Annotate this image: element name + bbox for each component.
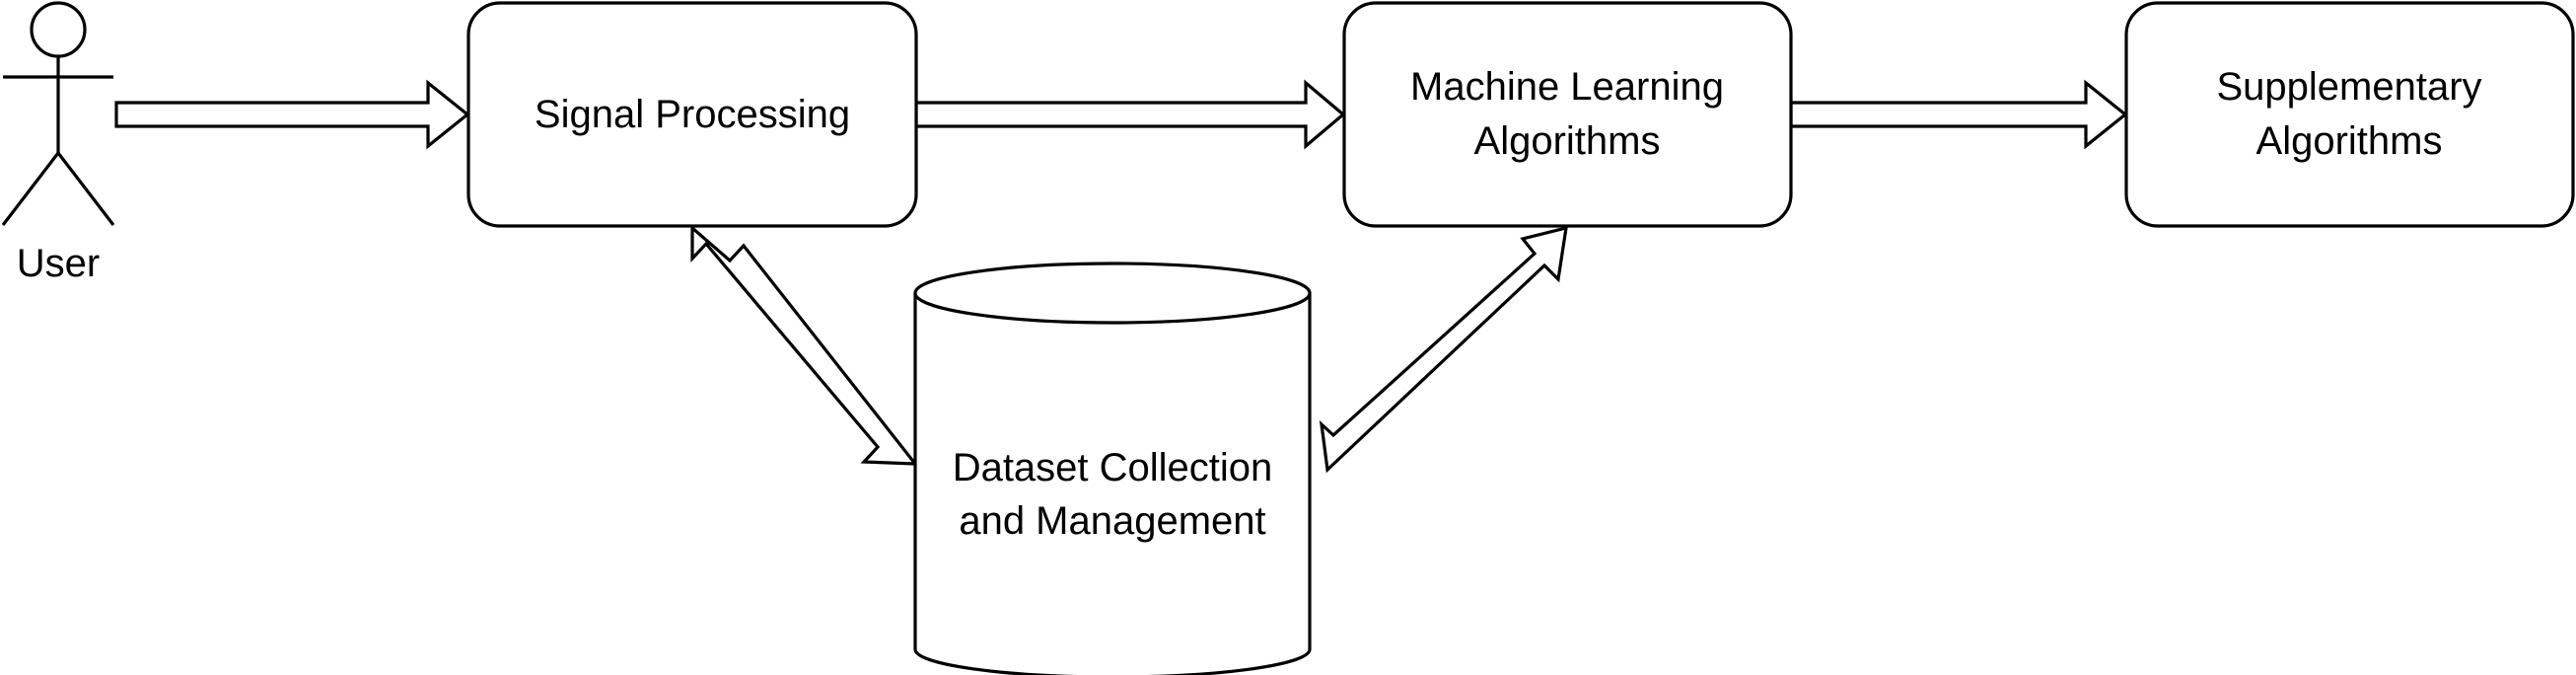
node-signal-processing[interactable]: Signal Processing <box>466 1 918 228</box>
node-dataset[interactable]: Dataset Collection and Management <box>913 262 1312 675</box>
user-actor: User <box>1 1 115 285</box>
user-label: User <box>17 242 100 285</box>
arrow-user-to-signal <box>114 79 470 150</box>
supplementary-label-line2: Algorithms <box>2256 119 2443 163</box>
supplementary-box <box>2124 1 2575 228</box>
arrow-ml-to-supplementary <box>1789 79 2128 150</box>
dataset-cylinder-top <box>913 262 1312 325</box>
dataset-cylinder-body <box>913 293 1312 675</box>
actor-left-leg <box>1 152 60 226</box>
dataset-label-line1: Dataset Collection <box>953 446 1273 489</box>
machine-learning-label-line2: Algorithms <box>1474 119 1661 163</box>
machine-learning-box <box>1342 1 1793 228</box>
arrow-dataset-ml-bidirectional <box>1319 225 1568 474</box>
signal-processing-label: Signal Processing <box>535 93 850 136</box>
actor-head <box>30 1 87 58</box>
actor-right-leg <box>56 152 115 226</box>
supplementary-label-line1: Supplementary <box>2216 65 2481 109</box>
dataset-label-line2: and Management <box>959 499 1265 543</box>
node-supplementary[interactable]: Supplementary Algorithms <box>2124 1 2575 228</box>
arrow-dataset-signal-bidirectional <box>690 224 919 466</box>
arrow-signal-to-ml <box>914 79 1346 150</box>
machine-learning-label-line1: Machine Learning <box>1410 65 1724 109</box>
signal-processing-box <box>466 1 918 228</box>
node-machine-learning[interactable]: Machine Learning Algorithms <box>1342 1 1793 228</box>
